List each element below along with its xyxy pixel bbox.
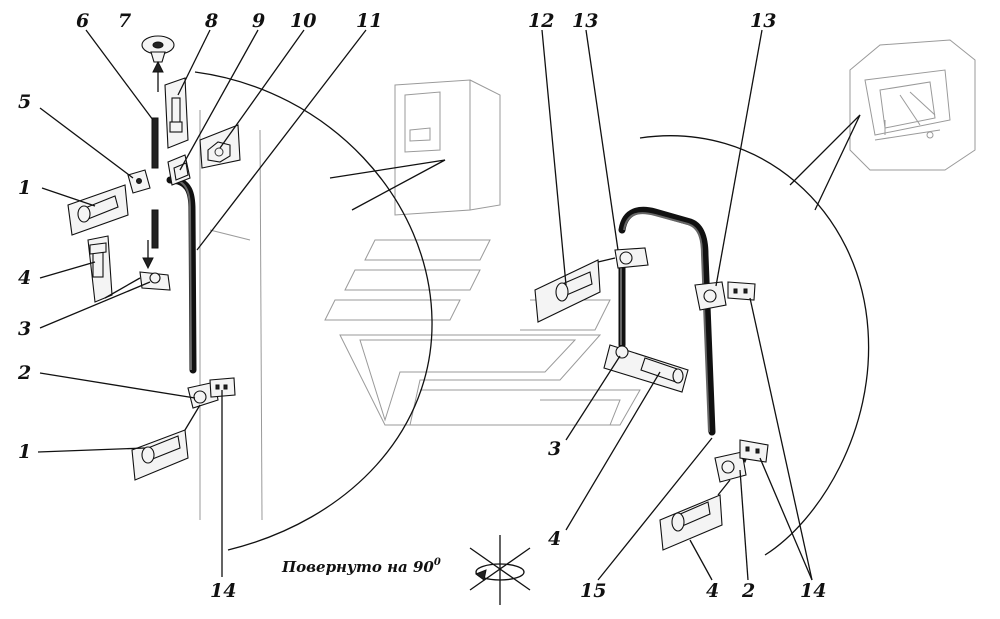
tube-15 <box>618 206 716 436</box>
callout-13-right: 13 <box>750 10 776 32</box>
callout-1-lower: 1 <box>18 441 31 463</box>
callout-9: 9 <box>252 10 265 32</box>
callout-numbers: 1 1 2 2 3 3 4 4 4 5 6 7 8 9 10 11 12 13 … <box>17 10 826 602</box>
bolt-1-upper <box>67 184 129 236</box>
rotation-caption: Повернуто на 900 <box>281 557 441 576</box>
screw-12 <box>534 257 616 323</box>
callout-3-left: 3 <box>18 318 31 340</box>
plate-14-right-lower <box>739 439 769 463</box>
bolt-8 <box>164 77 189 149</box>
screw-4-left <box>87 235 113 303</box>
caption-text: Повернуто на 900 <box>281 557 441 576</box>
bracket-13-right <box>694 281 727 311</box>
callout-2-right: 2 <box>741 580 755 602</box>
cab-sketch <box>849 39 976 171</box>
rotation-symbol <box>469 535 531 605</box>
callout-1-upper: 1 <box>18 177 31 199</box>
nut-10 <box>199 124 241 169</box>
bracket-13-upper <box>614 247 649 269</box>
plate-14-right-upper <box>727 281 756 301</box>
leader-lines <box>37 29 813 581</box>
clamp-3-left <box>104 240 171 299</box>
callout-14-right: 14 <box>800 580 826 602</box>
callout-7: 7 <box>118 10 131 32</box>
bracket-5 <box>127 169 151 194</box>
callout-4-left: 4 <box>18 267 31 289</box>
callout-8: 8 <box>204 10 218 32</box>
callout-15: 15 <box>580 580 606 602</box>
callout-6: 6 <box>76 10 89 32</box>
cab-wall-background <box>199 79 501 521</box>
callout-4-middle: 4 <box>548 528 561 550</box>
callout-10: 10 <box>290 10 316 32</box>
callout-4-right: 4 <box>706 580 719 602</box>
tube-11 <box>166 176 197 374</box>
cap-7 <box>141 35 175 92</box>
bolt-1-lower <box>131 404 201 481</box>
callout-13-upper: 13 <box>572 10 598 32</box>
detail-circle-right <box>639 114 870 556</box>
callout-2-left: 2 <box>17 362 31 384</box>
callout-5: 5 <box>18 91 31 113</box>
callout-3-right: 3 <box>548 438 561 460</box>
callout-11: 11 <box>356 10 382 32</box>
plate-14-left <box>209 377 236 398</box>
bolt-4-right <box>659 479 731 551</box>
detail-circle-left <box>194 71 446 551</box>
callout-14-left: 14 <box>210 580 236 602</box>
floor-pattern <box>324 239 641 426</box>
bracket-9 <box>167 154 191 186</box>
rod-6 <box>151 117 159 249</box>
clamp-3-right <box>603 344 689 393</box>
callout-12: 12 <box>528 10 554 32</box>
